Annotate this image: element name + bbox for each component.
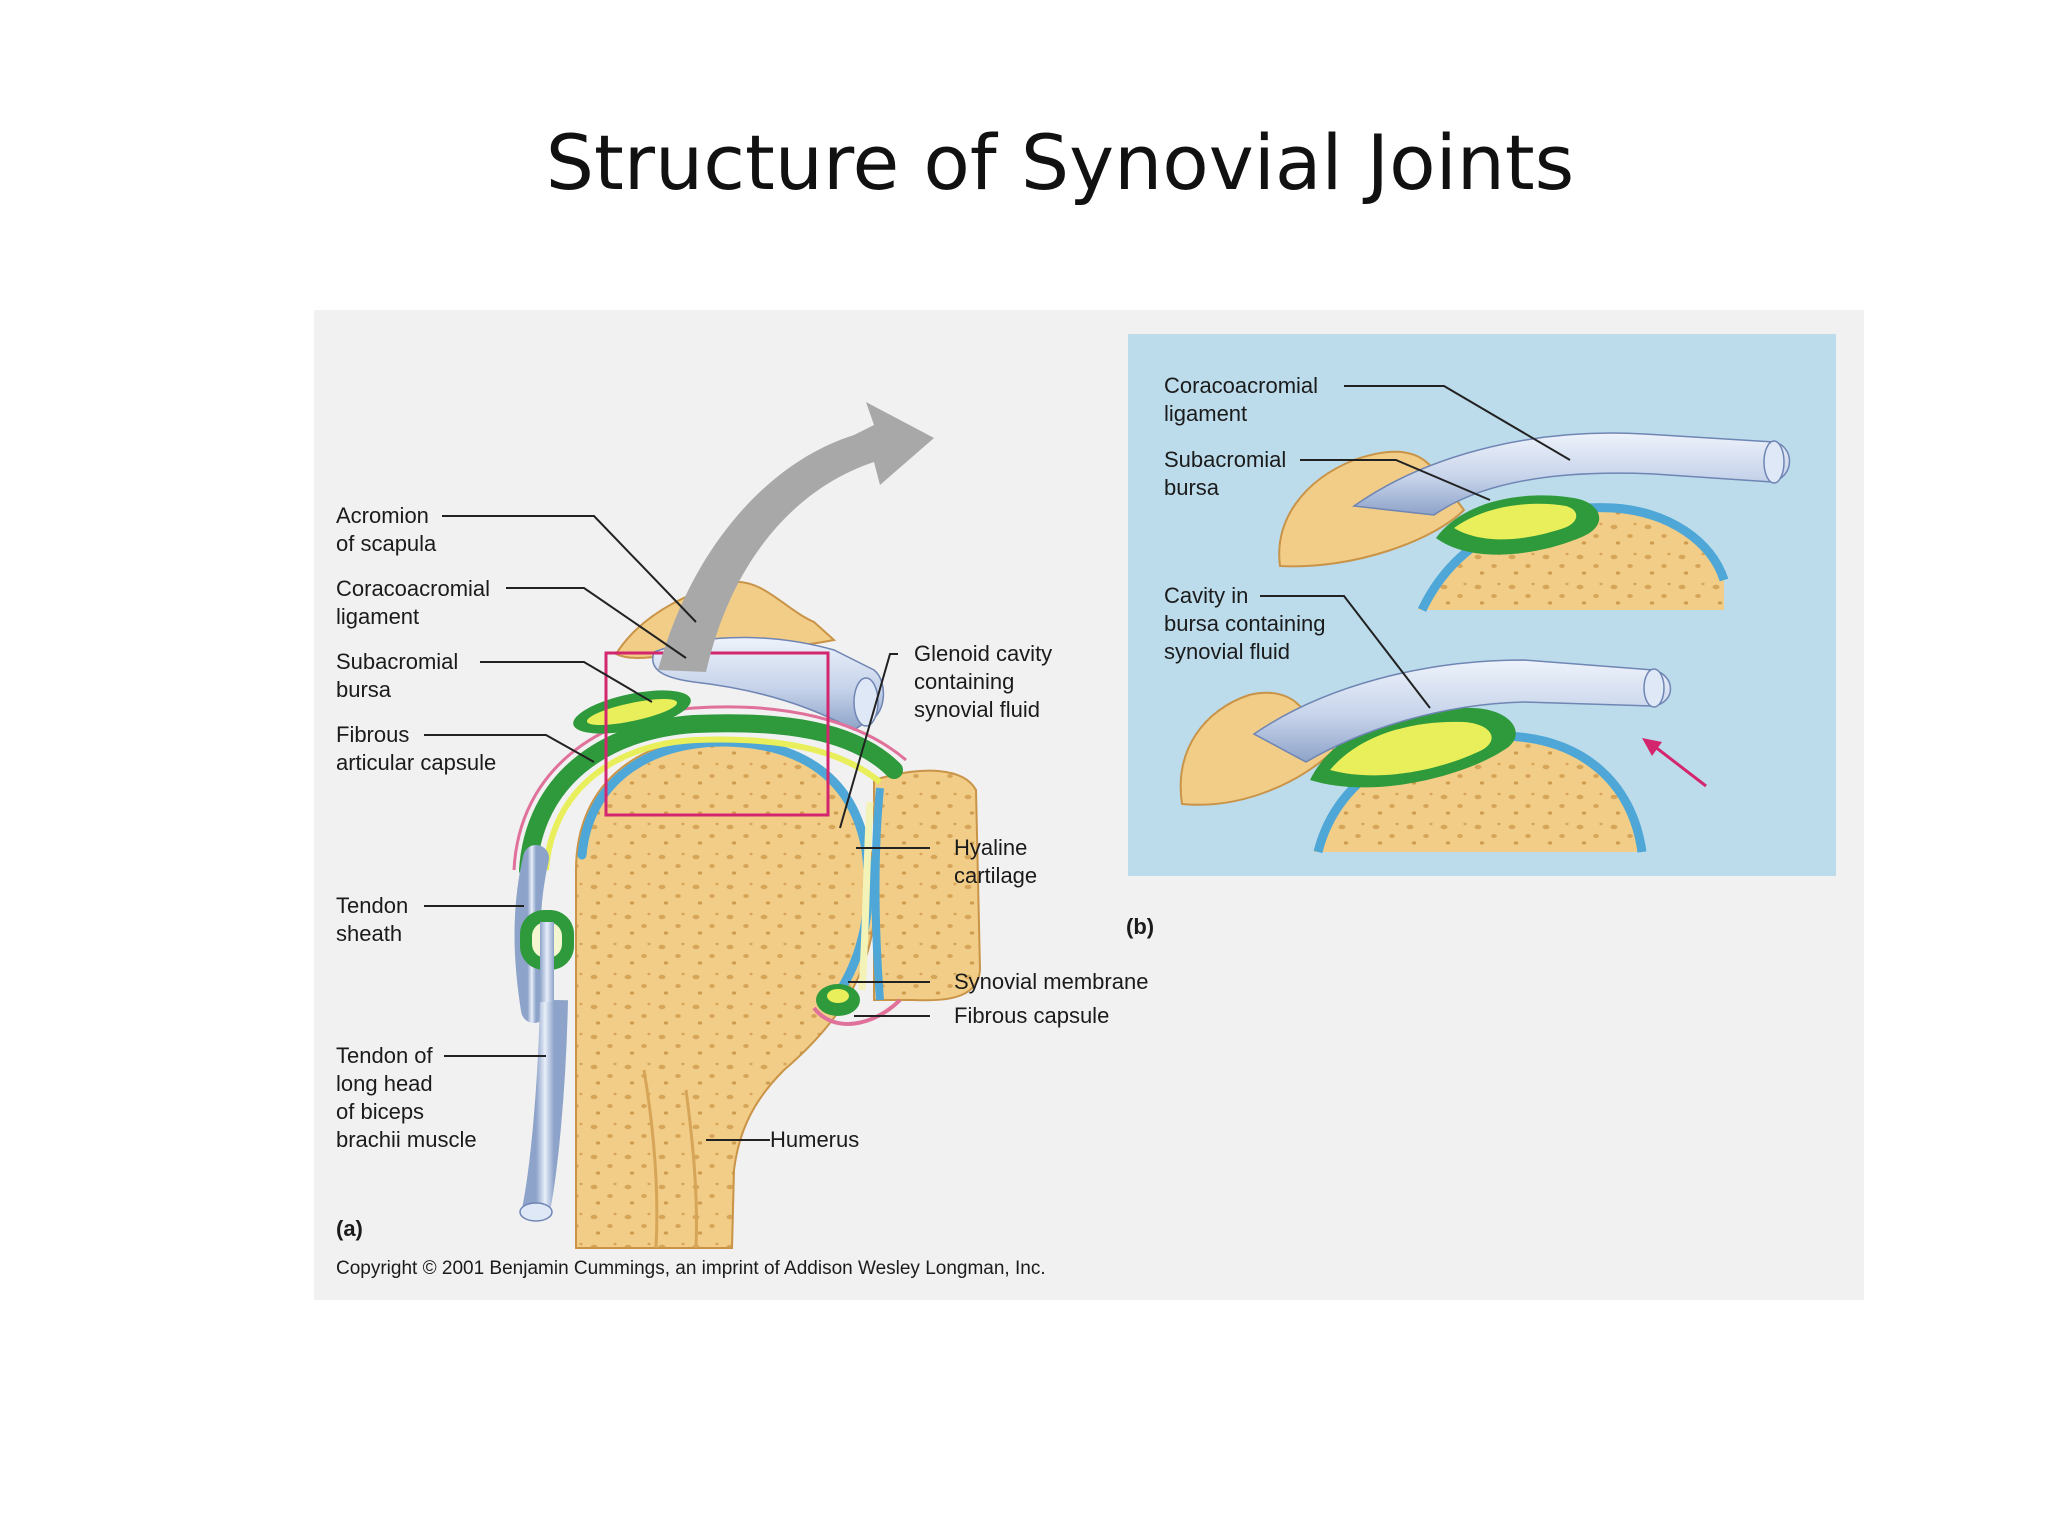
leader-lines xyxy=(424,385,1571,1141)
zoom-region-box xyxy=(604,651,830,817)
label-b-subacromial-bursa: Subacromial bursa xyxy=(1164,447,1292,500)
fibrous-capsule-pink xyxy=(512,705,907,871)
b-top-ligament-cut-end xyxy=(1763,440,1785,484)
synovial-joint-figure: Acromion of scapula Coracoacromial ligam… xyxy=(314,310,1864,1300)
synovial-membrane-fold xyxy=(816,984,860,1016)
label-synovial-membrane: Synovial membrane xyxy=(954,969,1148,994)
synovial-fluid-gap xyxy=(858,801,874,991)
panel-b-illustration xyxy=(1128,334,1836,876)
panel-a-illustration xyxy=(512,580,982,1249)
b-bottom-ligament xyxy=(1252,659,1672,763)
pink-pointer-arrow xyxy=(1642,738,1707,788)
label-hyaline-cartilage: Hyaline cartilage xyxy=(954,835,1037,888)
ligament-cut-end xyxy=(853,677,879,727)
label-b-cavity-in-bursa: Cavity in bursa containing synovial flui… xyxy=(1164,583,1332,664)
figure-svg: Acromion of scapula Coracoacromial ligam… xyxy=(314,310,1864,1300)
label-tendon-of-biceps: Tendon of long head of biceps brachii mu… xyxy=(336,1043,477,1152)
label-tendon-sheath: Tendon sheath xyxy=(336,893,414,946)
panel-a-label: (a) xyxy=(336,1216,363,1241)
label-coracoacromial-ligament: Coracoacromial ligament xyxy=(336,576,496,629)
glenoid-bone xyxy=(873,769,982,1002)
panel-b-label: (b) xyxy=(1126,914,1154,939)
fibrous-capsule-inferior xyxy=(812,998,902,1026)
label-humerus: Humerus xyxy=(770,1127,859,1152)
subacromial-bursa xyxy=(573,690,691,734)
label-glenoid-cavity: Glenoid cavity containing synovial fluid xyxy=(914,641,1058,722)
b-top-ligament xyxy=(1351,432,1791,516)
label-acromion: Acromion of scapula xyxy=(336,503,437,556)
humerus-medullary-line xyxy=(642,1069,659,1249)
hyaline-cartilage-glenoid xyxy=(871,787,884,1001)
labels-panel-b: Coracoacromial ligament Subacromial burs… xyxy=(1126,373,1332,939)
label-subacromial-bursa: Subacromial bursa xyxy=(336,649,464,702)
articular-capsule-outer xyxy=(519,714,903,879)
slide-title: Structure of Synovial Joints xyxy=(545,118,1575,207)
b-top-bursa xyxy=(1436,495,1600,555)
articular-capsule-inner xyxy=(543,736,882,871)
label-fibrous-articular-capsule: Fibrous articular capsule xyxy=(336,722,496,775)
label-b-coracoacromial-ligament: Coracoacromial ligament xyxy=(1164,373,1324,426)
b-top-cartilage xyxy=(1417,503,1729,612)
biceps-tendon-cut-end xyxy=(519,1202,553,1222)
b-bottom-ligament-cut-end xyxy=(1643,668,1665,708)
labels-panel-a: Acromion of scapula Coracoacromial ligam… xyxy=(336,503,1148,1279)
copyright-notice: Copyright © 2001 Benjamin Cummings, an i… xyxy=(336,1258,1046,1279)
zoom-arrow xyxy=(658,402,934,672)
tendon-sheath xyxy=(520,910,574,1002)
biceps-tendon xyxy=(522,999,568,1213)
b-bottom-bursa xyxy=(1310,707,1516,788)
label-fibrous-capsule: Fibrous capsule xyxy=(954,1003,1109,1028)
humerus-medullary-line-2 xyxy=(684,1089,699,1249)
